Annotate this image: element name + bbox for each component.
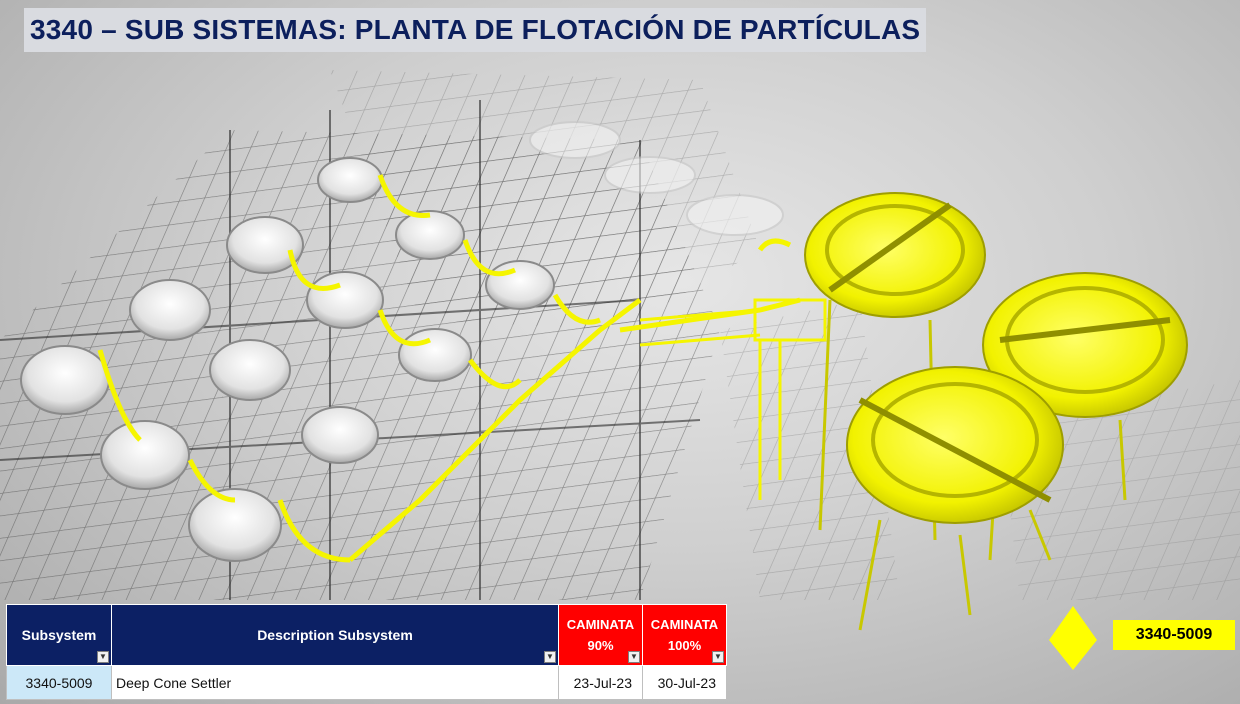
header-caminata-90: CAMINATA 90% ▼: [558, 604, 643, 666]
page-title: 3340 – SUB SISTEMAS: PLANTA DE FLOTACIÓN…: [30, 14, 921, 45]
header-caminata-100-line2: 100%: [667, 638, 702, 653]
cell-caminata-90[interactable]: 23-Jul-23: [558, 665, 643, 700]
cell-subsystem[interactable]: 3340-5009: [6, 665, 112, 700]
header-caminata-90-line1: CAMINATA: [566, 617, 635, 632]
filter-dropdown-icon[interactable]: ▼: [97, 651, 109, 663]
deep-cone-settlers: [804, 192, 1188, 631]
header-subsystem-label: Subsystem: [21, 627, 97, 643]
background-tanks: [529, 121, 784, 236]
flotation-cells: [20, 157, 555, 562]
filter-dropdown-icon[interactable]: ▼: [712, 651, 724, 663]
filter-dropdown-icon[interactable]: ▼: [628, 651, 640, 663]
cell-caminata-100[interactable]: 30-Jul-23: [642, 665, 727, 700]
header-caminata-100: CAMINATA 100% ▼: [642, 604, 727, 666]
header-subsystem: Subsystem ▼: [6, 604, 112, 666]
subsystem-table: Subsystem ▼ Description Subsystem ▼ CAMI…: [6, 604, 727, 700]
header-caminata-100-line1: CAMINATA: [650, 617, 719, 632]
page-title-bar: 3340 – SUB SISTEMAS: PLANTA DE FLOTACIÓN…: [24, 8, 927, 52]
header-description-label: Description Subsystem: [257, 627, 413, 643]
header-caminata-90-line2: 90%: [587, 638, 614, 653]
diamond-marker-icon: [1049, 606, 1097, 670]
table-header-row: Subsystem ▼ Description Subsystem ▼ CAMI…: [6, 604, 727, 666]
filter-dropdown-icon[interactable]: ▼: [544, 651, 556, 663]
cell-description[interactable]: Deep Cone Settler: [111, 665, 559, 700]
subsystem-badge: 3340-5009: [1113, 620, 1235, 650]
table-row[interactable]: 3340-5009 Deep Cone Settler 23-Jul-23 30…: [6, 665, 727, 700]
highlighted-pipe-rack: [639, 298, 827, 500]
header-description: Description Subsystem ▼: [111, 604, 559, 666]
